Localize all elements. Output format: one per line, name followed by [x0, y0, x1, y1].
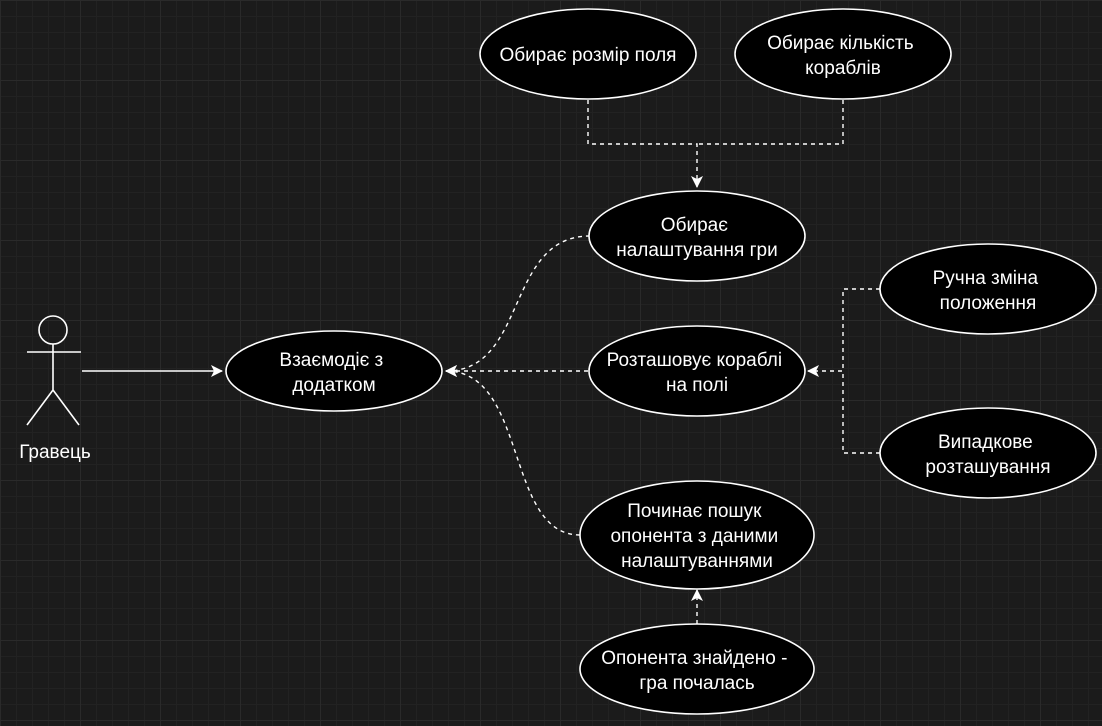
use-case-interact: Взаємодіє з додатком: [225, 330, 443, 412]
use-case-place-ships: Розташовує кораблі на полі: [588, 325, 806, 417]
use-case-opponent-found-label: Опонента знайдено - гра почалась: [601, 648, 793, 694]
actor-head-icon: [38, 315, 68, 345]
use-case-manual-move: Ручна зміна положення: [879, 243, 1097, 335]
use-case-field-size: Обирає розмір поля: [479, 8, 697, 100]
edge-ship-count-to-settings: [697, 100, 844, 145]
edges: [82, 100, 880, 624]
use-case-search-opponent: Починає пошук опонента з даними налаштув…: [579, 480, 815, 590]
edge-settings-to-interact: [445, 235, 591, 377]
use-case-opponent-found: Опонента знайдено - гра почалась: [579, 623, 815, 715]
use-case-settings-label: Обирає налаштування гри: [616, 215, 777, 261]
use-case-place-ships-label: Розташовує кораблі на полі: [607, 350, 788, 396]
actor-label: Гравець: [19, 442, 91, 463]
edge-random-place-to-place-ships: [842, 371, 880, 454]
use-case-ship-count-label: Обирає кількість кораблів: [767, 33, 919, 79]
edge-search-opponent-to-interact: [445, 370, 581, 536]
edge-field-size-to-settings: [587, 100, 703, 188]
use-case-manual-move-label: Ручна зміна положення: [933, 268, 1044, 314]
use-case-field-size-label: Обирає розмір поля: [500, 45, 677, 66]
use-case-random-place-label: Випадкове розташування: [925, 432, 1050, 478]
use-case-random-place: Випадкове розташування: [879, 407, 1097, 499]
use-case-search-opponent-label: Починає пошук опонента з даними налаштув…: [610, 501, 783, 572]
edge-manual-move-to-place-ships: [807, 288, 880, 377]
use-case-settings: Обирає налаштування гри: [588, 190, 806, 282]
use-case-ship-count: Обирає кількість кораблів: [734, 8, 952, 100]
actor-body-icon: [26, 344, 81, 426]
use-case-interact-label: Взаємодіє з додатком: [279, 350, 388, 396]
actor-player: Гравець: [19, 315, 91, 463]
